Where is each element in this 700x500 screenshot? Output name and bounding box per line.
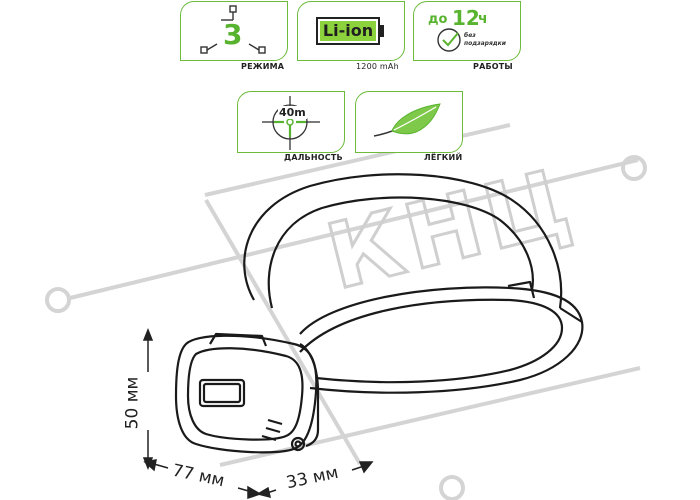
range-label: ДАЛЬНОСТЬ [284,153,343,162]
runtime-note-line1: без [464,32,476,39]
range-badge: 40m [237,91,345,153]
runtime-unit: ч [478,11,488,27]
runtime-prefix: до [428,12,448,27]
battery-icon: Li-ion [316,17,380,45]
battery-badge: Li-ion [297,1,405,61]
modes-value: 3 [223,18,243,51]
modes-label: РЕЖИМА [241,62,285,71]
feather-icon [373,103,441,137]
battery-capacity: 1200 mAh [356,62,399,71]
runtime-label: РАБОТЫ [473,62,513,71]
runtime-badge: до 12 ч без подзарядки [413,1,521,61]
battery-terminal [380,25,384,37]
weight-label: ЛЁГКИЙ [424,153,463,162]
weight-badge [355,91,463,153]
mode-switch-icon [200,5,266,54]
battery-type: Li-ion [322,21,374,40]
clock-check-icon [437,28,461,52]
runtime-value: 12 [452,6,480,30]
runtime-note-line2: подзарядки [464,40,506,47]
crosshair-icon [262,96,320,150]
height-dimension: 50 мм [122,376,143,430]
range-value: 40m [278,106,307,119]
modes-badge: 3 [180,1,288,61]
